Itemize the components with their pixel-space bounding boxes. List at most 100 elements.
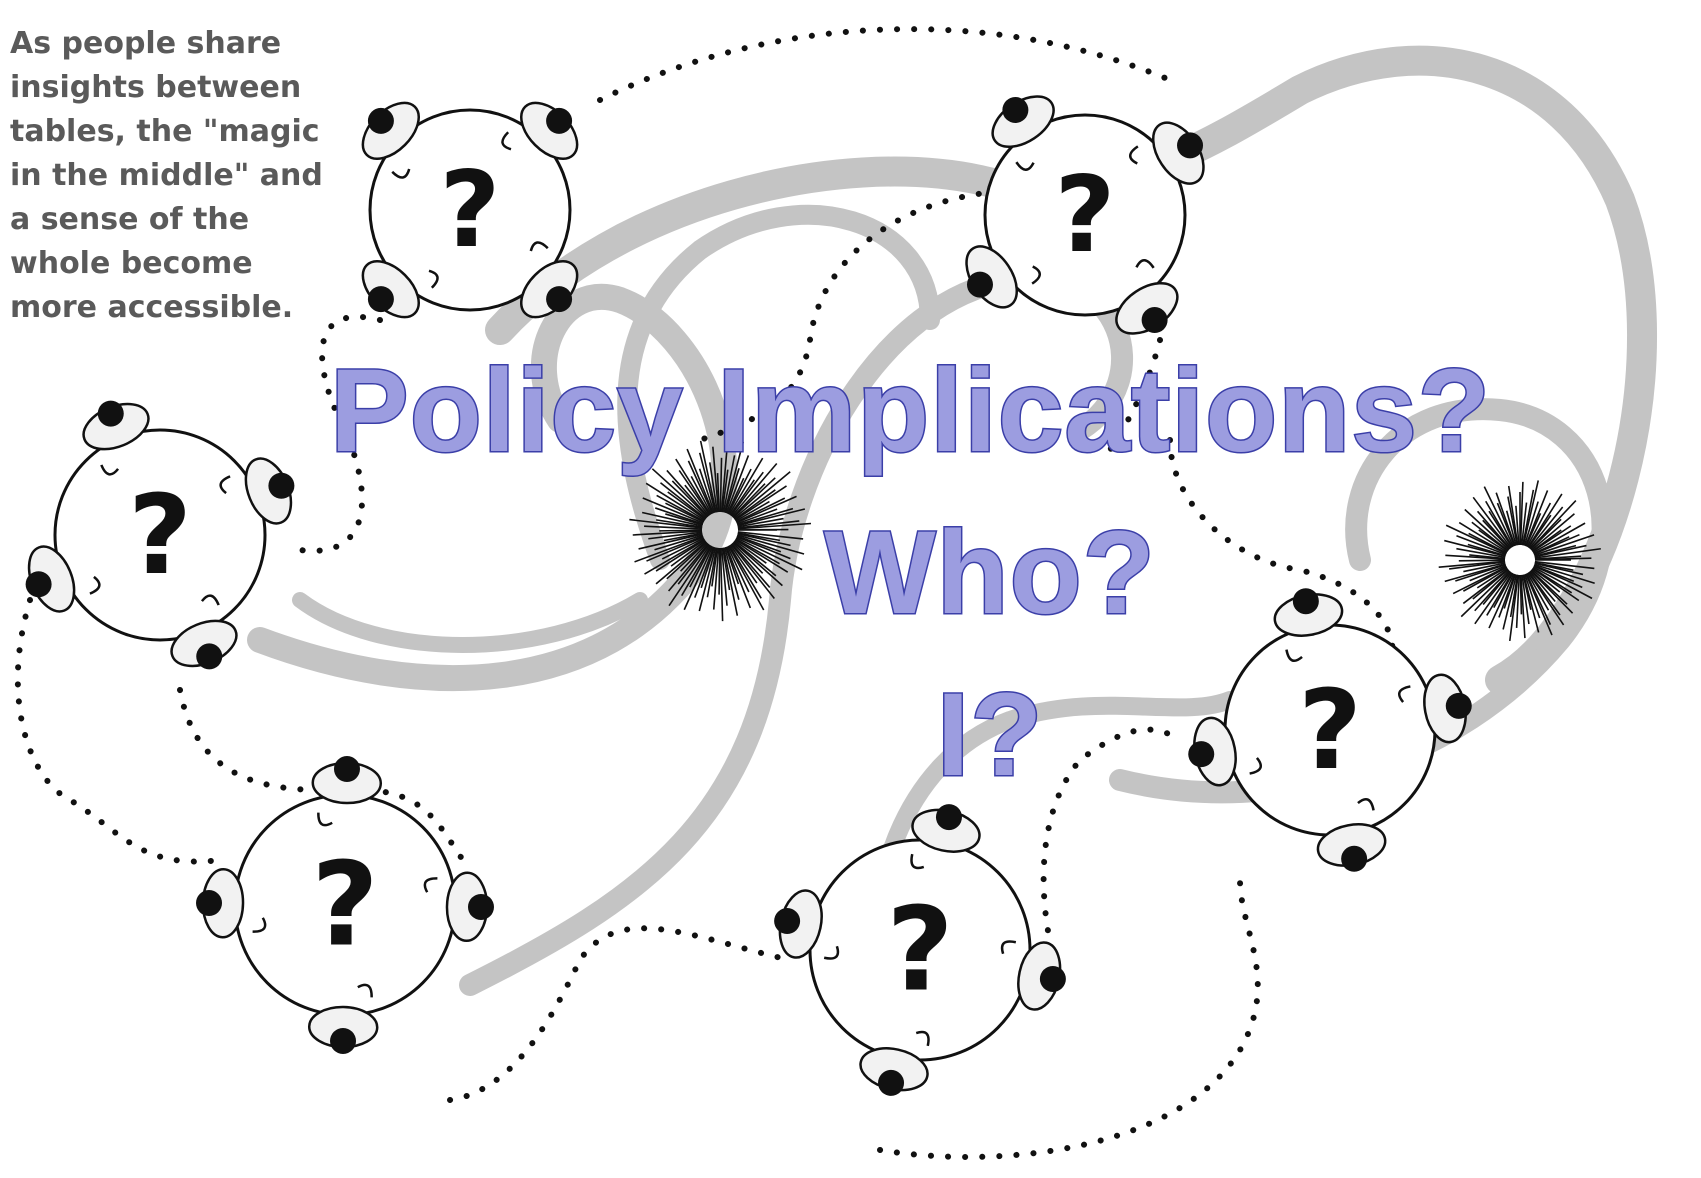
- starburst-ray: [723, 547, 740, 600]
- starburst-ray: [1474, 571, 1512, 625]
- starburst-ray: [656, 519, 703, 528]
- starburst-ray: [725, 546, 752, 609]
- person-head: [878, 1069, 905, 1096]
- starburst-ray: [734, 489, 776, 521]
- starburst-ray: [1508, 574, 1519, 642]
- person-arm: [1135, 258, 1155, 269]
- starburst-ray: [1483, 486, 1515, 547]
- person-head: [1002, 96, 1029, 123]
- person-icon: [1128, 121, 1205, 185]
- starburst-ray: [730, 543, 775, 599]
- person-arm: [428, 269, 439, 289]
- swirl-band: [485, 45, 1658, 695]
- person-arm: [89, 575, 101, 595]
- starburst-ray: [736, 495, 797, 524]
- starburst-ray: [737, 520, 800, 529]
- starburst-ray: [670, 540, 706, 567]
- person-icon: [82, 400, 150, 476]
- starburst-ray: [729, 544, 758, 584]
- question-mark-icon: ?: [128, 471, 192, 599]
- person-icon: [910, 804, 981, 870]
- starburst-ray: [1522, 480, 1540, 546]
- starburst-ray: [731, 463, 778, 517]
- person-head: [333, 756, 360, 783]
- starburst-ray: [1526, 502, 1552, 548]
- starburst-ray: [645, 482, 706, 522]
- starburst-ray: [677, 543, 710, 585]
- person-head: [1341, 845, 1368, 872]
- question-mark-icon: ?: [1298, 666, 1362, 794]
- starburst-ray: [1482, 519, 1511, 550]
- person-head: [367, 286, 394, 313]
- person-head: [196, 643, 223, 670]
- starburst-ray: [724, 468, 740, 514]
- person-arm: [501, 131, 512, 151]
- headline-policy-implications: Policy Implications?: [329, 345, 1492, 477]
- starburst-ray: [1534, 544, 1577, 558]
- person-head: [1039, 965, 1066, 992]
- dotted-path: [1040, 726, 1183, 983]
- person-arm: [100, 464, 120, 476]
- person-icon: [1397, 673, 1472, 744]
- starburst-ray: [733, 471, 791, 520]
- starburst-ray: [708, 462, 719, 513]
- starburst-ray: [1438, 560, 1506, 569]
- starburst-ray: [735, 537, 803, 571]
- table-top: [983, 113, 1187, 317]
- person-arm: [357, 983, 373, 998]
- starburst-ray: [1533, 536, 1570, 555]
- starburst-ray: [698, 547, 717, 612]
- table: ?: [965, 95, 1205, 335]
- starburst-ray: [737, 522, 812, 530]
- starburst-ray: [722, 547, 739, 616]
- starburst-ray: [659, 529, 703, 532]
- table: ?: [361, 101, 579, 319]
- person-head: [774, 908, 801, 935]
- starburst-ray: [737, 508, 806, 527]
- starburst-ray: [723, 441, 744, 513]
- starburst-ray: [1460, 569, 1510, 618]
- starburst-ray: [655, 539, 706, 572]
- person-icon: [859, 1030, 930, 1096]
- starburst-ray: [1445, 524, 1507, 555]
- table-top: [368, 108, 572, 312]
- swirl-band: [617, 204, 940, 570]
- starburst-ray: [1529, 570, 1556, 602]
- person-arm: [1031, 265, 1042, 285]
- person-arm: [1357, 797, 1375, 811]
- person-icon: [170, 594, 238, 670]
- starburst-ray: [735, 500, 770, 522]
- person-arm: [915, 1030, 930, 1047]
- person-arm: [910, 853, 925, 870]
- starburst-ray: [1509, 574, 1519, 618]
- starburst-ray: [727, 545, 765, 611]
- starburst-ray: [1467, 543, 1506, 557]
- starburst-ray: [679, 542, 709, 572]
- person-icon: [520, 241, 579, 319]
- starburst-ray: [1488, 573, 1515, 629]
- starburst-ray: [1493, 572, 1514, 609]
- starburst-ray: [641, 511, 703, 527]
- starburst-ray: [1519, 574, 1523, 615]
- starburst-ray: [737, 531, 804, 540]
- starburst-ray: [1515, 505, 1520, 546]
- starburst-ray: [651, 468, 708, 519]
- starburst-ray: [671, 480, 709, 518]
- person-icon: [361, 260, 439, 319]
- starburst-ray: [728, 545, 762, 599]
- person-icon: [311, 756, 383, 827]
- person-arm: [823, 945, 840, 960]
- starburst-ray: [1521, 574, 1530, 625]
- starburst-ray: [678, 469, 711, 516]
- starburst-ray: [1505, 510, 1517, 546]
- starburst-ray: [1520, 574, 1526, 639]
- starburst-ray: [737, 532, 781, 542]
- starburst-ray: [1533, 533, 1580, 555]
- starburst-ray: [675, 458, 712, 516]
- starburst-ray: [1456, 535, 1507, 556]
- starburst-ray: [734, 538, 789, 573]
- table: ?: [25, 400, 295, 670]
- person-head: [467, 893, 494, 920]
- person-arm: [529, 241, 549, 252]
- starburst-ray: [1502, 574, 1518, 630]
